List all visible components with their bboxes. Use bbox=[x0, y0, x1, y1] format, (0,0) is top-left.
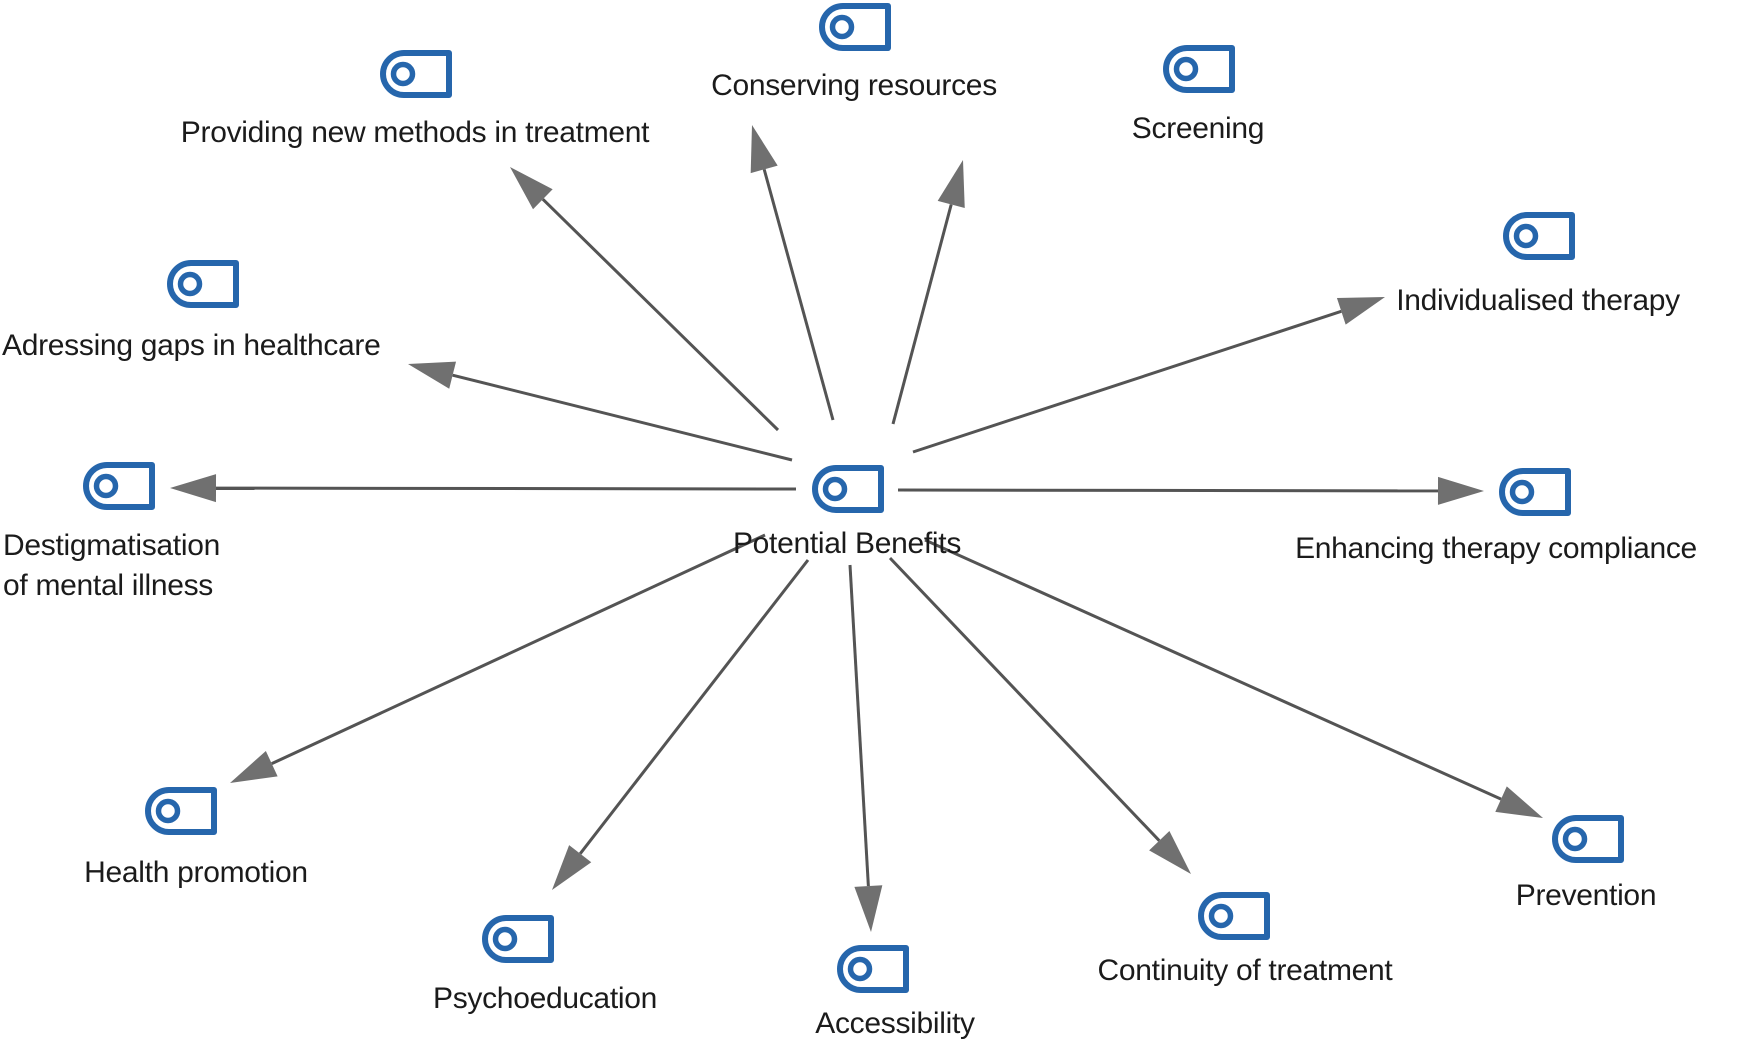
arrow-shaft bbox=[924, 538, 1502, 801]
node-label: Continuity of treatment bbox=[1097, 954, 1393, 987]
arrow-to-health-promotion bbox=[230, 533, 766, 783]
arrow-shaft bbox=[762, 168, 835, 421]
tag-icon bbox=[79, 462, 157, 515]
node-label: Psychoeducation bbox=[433, 982, 657, 1015]
node-label: Health promotion bbox=[84, 856, 308, 889]
arrow-shaft bbox=[271, 533, 766, 766]
arrowhead-icon bbox=[937, 160, 965, 209]
arrowhead-icon bbox=[230, 750, 278, 783]
arrow-to-providing-new-methods bbox=[510, 167, 780, 432]
arrowhead-icon bbox=[408, 361, 457, 389]
arrow-shaft bbox=[452, 373, 793, 462]
node-label: Prevention bbox=[1515, 879, 1657, 912]
tag-icon bbox=[1194, 892, 1272, 945]
node-label: Screening bbox=[1131, 112, 1265, 145]
node-label: Adressing gaps in healthcare bbox=[2, 329, 381, 362]
arrowhead-icon bbox=[1437, 476, 1484, 505]
node-label-line: of mental illness bbox=[3, 569, 213, 602]
arrow-shaft bbox=[541, 198, 780, 432]
arrowhead-icon bbox=[1149, 831, 1191, 874]
arrowhead-icon bbox=[750, 125, 778, 174]
arrowhead-icon bbox=[552, 845, 592, 890]
arrowhead-icon bbox=[1495, 786, 1543, 818]
arrow-shaft bbox=[891, 204, 953, 425]
tag-icon bbox=[478, 915, 556, 968]
arrow-to-accessibility bbox=[848, 564, 883, 932]
arrow-shaft bbox=[912, 309, 1342, 454]
arrow-to-screening bbox=[891, 160, 965, 425]
arrow-shaft bbox=[888, 556, 1161, 842]
arrow-shaft bbox=[215, 486, 797, 491]
arrow-to-enhancing-therapy-compliance bbox=[897, 476, 1484, 505]
arrow-shaft bbox=[579, 559, 810, 855]
arrow-to-destigmatisation-of-mental-illness bbox=[170, 474, 797, 503]
arrow-to-continuity-of-treatment bbox=[888, 556, 1191, 874]
arrow-shaft bbox=[848, 564, 870, 887]
arrowhead-icon bbox=[1336, 297, 1385, 325]
tag-icon bbox=[1495, 468, 1573, 521]
tag-icon bbox=[808, 465, 886, 518]
arrow-to-adressing-gaps-in-healthcare bbox=[408, 361, 793, 462]
node-label: Conserving resources bbox=[711, 69, 997, 102]
arrow-to-psychoeducation bbox=[552, 559, 810, 890]
tag-icon bbox=[1159, 45, 1237, 98]
tag-icon bbox=[141, 787, 219, 840]
node-label: Individualised therapy bbox=[1396, 284, 1680, 317]
arrow-shaft bbox=[897, 488, 1439, 493]
tag-icon bbox=[1548, 815, 1626, 868]
arrow-to-conserving-resources bbox=[750, 125, 835, 421]
tag-icon bbox=[163, 260, 241, 313]
tag-icon bbox=[1499, 212, 1577, 265]
node-label: Destigmatisation of mental illness bbox=[3, 526, 220, 606]
center-node-label: Potential Benefits bbox=[732, 527, 962, 560]
arrowhead-icon bbox=[854, 885, 883, 932]
tag-icon bbox=[815, 3, 893, 56]
node-label: Accessibility bbox=[815, 1007, 975, 1040]
node-label: Providing new methods in treatment bbox=[180, 116, 650, 149]
arrow-to-prevention bbox=[924, 538, 1543, 818]
arrowhead-icon bbox=[170, 474, 217, 503]
node-label-line: Destigmatisation bbox=[3, 529, 220, 562]
arrow-to-individualised-therapy bbox=[912, 297, 1385, 454]
tag-icon bbox=[833, 945, 911, 998]
node-label: Enhancing therapy compliance bbox=[1295, 532, 1697, 565]
arrowhead-icon bbox=[510, 167, 553, 210]
tag-icon bbox=[376, 50, 454, 103]
